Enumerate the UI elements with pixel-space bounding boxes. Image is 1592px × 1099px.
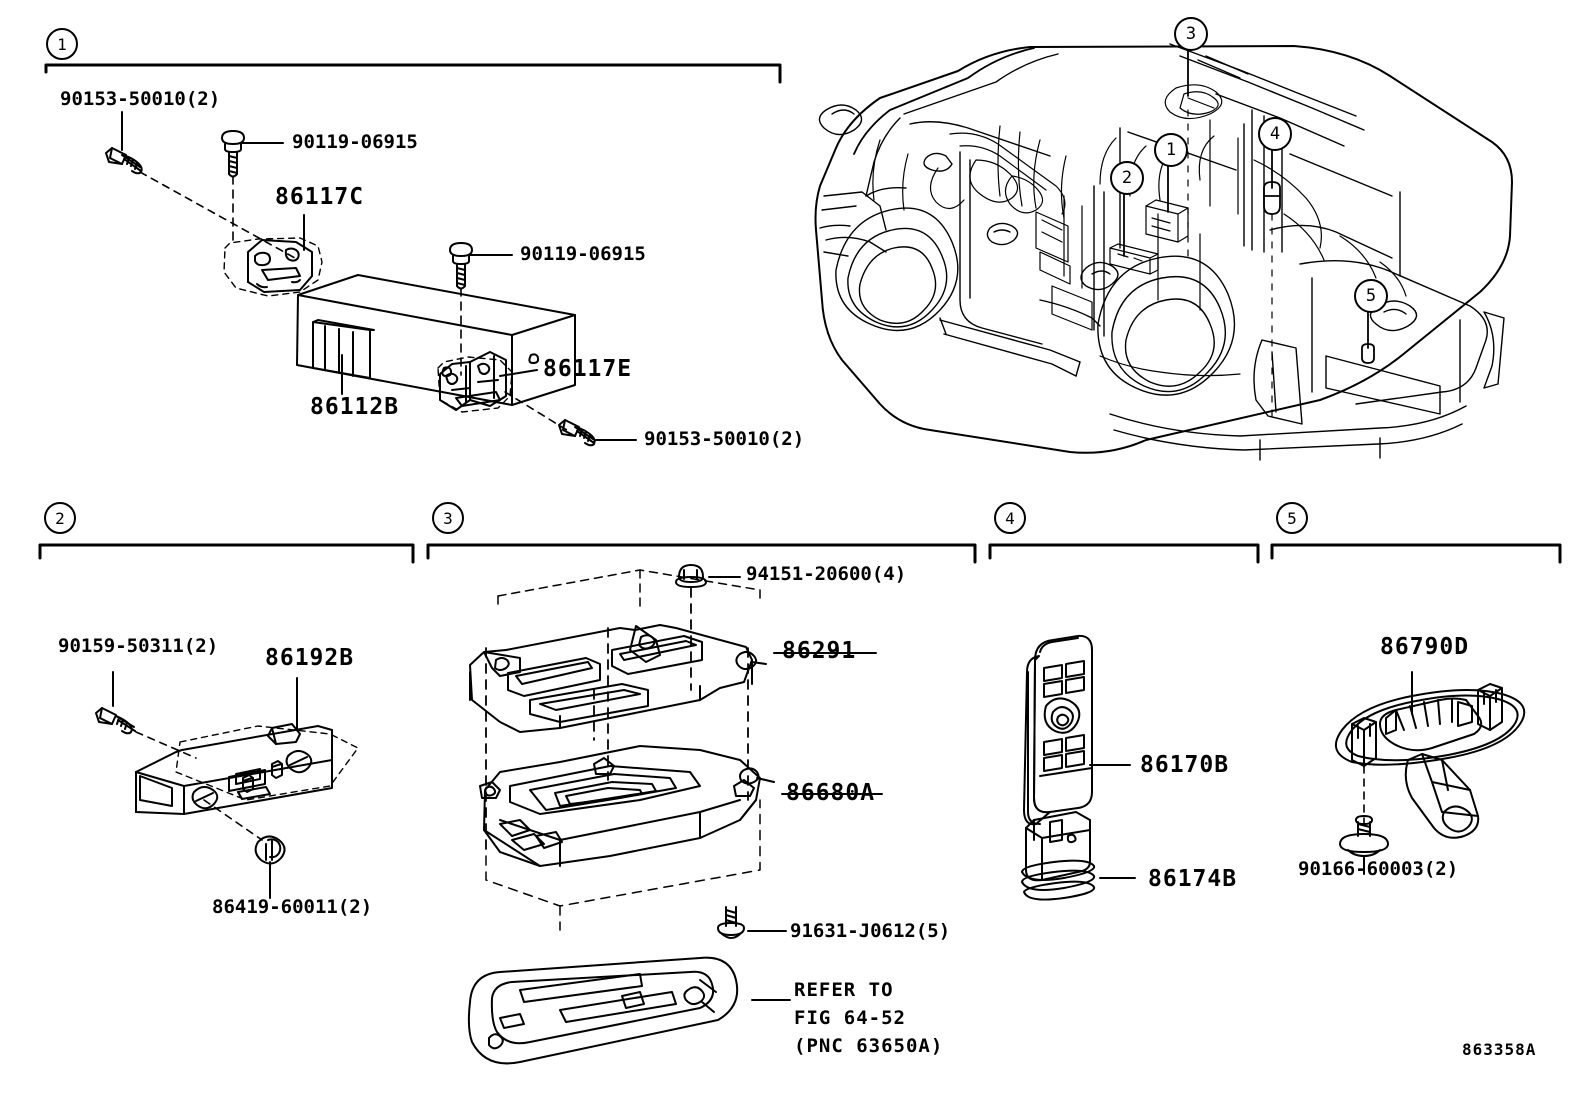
- section-number-4: 4: [994, 502, 1026, 534]
- label-90159-50311: 90159-50311(2): [58, 635, 219, 657]
- label-86419-60011: 86419-60011(2): [212, 896, 373, 918]
- knob-86419: [254, 835, 286, 865]
- diagram-code: 863358A: [1462, 1040, 1537, 1059]
- vehicle-callout-5: 5: [1354, 279, 1388, 313]
- section-1-parts: [105, 111, 637, 447]
- vehicle-callout-4: 4: [1258, 117, 1292, 151]
- camera-86790d: [1334, 683, 1526, 839]
- label-90153-50010-lower: 90153-50010(2): [644, 428, 805, 450]
- section-4-parts: [1021, 634, 1136, 901]
- section-2-bracket: [38, 543, 415, 564]
- label-86174b: 86174B: [1148, 866, 1238, 892]
- console-bezel: [467, 956, 739, 1065]
- section-3-parts: [467, 564, 883, 1065]
- screw-icon-91631: [717, 906, 745, 939]
- amplifier-86112b: [296, 274, 576, 406]
- vehicle-callout-2: 2: [1110, 161, 1144, 195]
- label-refer-to-fig: REFER TO FIG 64-52 (PNC 63650A): [794, 979, 944, 1057]
- section-number-2: 2: [44, 502, 76, 534]
- display-unit-86680a: [479, 745, 775, 867]
- screw-icon-90159: [95, 707, 136, 735]
- label-86291: 86291: [782, 638, 857, 664]
- clip-icon-90166: [1339, 815, 1389, 857]
- label-86192b: 86192B: [265, 645, 355, 671]
- section-1-bracket: [44, 63, 782, 84]
- label-90119-06915-upper: 90119-06915: [292, 131, 418, 153]
- bolt-icon-90119-lower: [449, 242, 473, 290]
- bracket-86117c: [223, 237, 323, 297]
- bolt-icon-90153-upper: [105, 147, 143, 175]
- section-4-bracket: [988, 543, 1260, 564]
- label-94151-20600: 94151-20600(4): [746, 563, 907, 585]
- section-5-parts: [1334, 671, 1526, 875]
- section-2-parts: [95, 671, 359, 899]
- label-90153-50010-upper: 90153-50010(2): [60, 88, 221, 110]
- section-number-3: 3: [432, 502, 464, 534]
- label-86790d: 86790D: [1380, 634, 1470, 660]
- section-5-bracket: [1270, 543, 1562, 564]
- headphone-86174b: [1021, 811, 1096, 901]
- section-3-bracket: [426, 543, 977, 564]
- label-91631-j0612: 91631-J0612(5): [790, 920, 951, 942]
- section-number-1: 1: [46, 28, 78, 60]
- bolt-icon-90153-lower: [558, 419, 596, 447]
- label-90119-06915-lower: 90119-06915: [520, 243, 646, 265]
- switch-panel-86192b: [135, 723, 333, 815]
- label-86117e: 86117E: [543, 356, 633, 382]
- label-86117c: 86117C: [275, 184, 365, 210]
- nut-icon-94151: [675, 564, 707, 588]
- section-number-5: 5: [1276, 502, 1308, 534]
- vehicle-callout-3: 3: [1174, 17, 1208, 51]
- bracket-86117e: [437, 351, 513, 413]
- label-90166-60003: 90166-60003(2): [1298, 858, 1459, 880]
- label-86112b: 86112B: [310, 394, 400, 420]
- remote-control-86170b: [1023, 634, 1093, 826]
- vehicle-callout-1: 1: [1154, 133, 1188, 167]
- label-86680a: 86680A: [786, 780, 876, 806]
- label-86170b: 86170B: [1140, 752, 1230, 778]
